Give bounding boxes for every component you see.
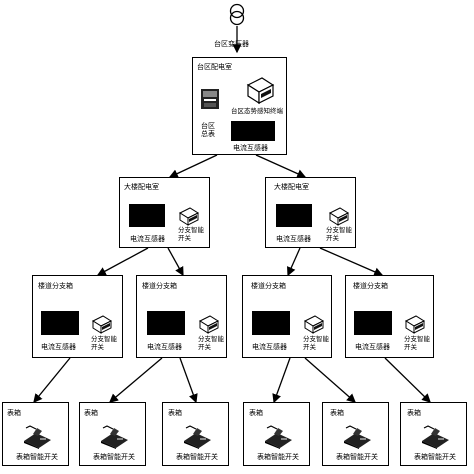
meter-box: 表箱 表箱智能开关 — [79, 402, 146, 466]
arrow-branch-1-to-meter-1 — [33, 357, 71, 404]
current-transformer — [276, 204, 312, 227]
arrow-branch-2-to-meter-2 — [109, 357, 163, 403]
arrow-building-1-to-branch-1 — [96, 247, 149, 276]
sensing-terminal-icon — [246, 77, 275, 105]
switch-label: 分支智能 开关 — [303, 335, 329, 351]
meter-box-title: 表箱 — [330, 409, 344, 417]
current-transformer — [252, 311, 290, 335]
switch-label: 表箱智能开关 — [176, 453, 218, 461]
meter-box-title: 表箱 — [168, 409, 182, 417]
branch-box: 楼道分支箱 电流互感器 分支智能 开关 — [136, 275, 227, 358]
ct-label: 电流互感器 — [41, 343, 76, 351]
meter-box-title: 表箱 — [249, 409, 263, 417]
switch-label: 表箱智能开关 — [257, 453, 299, 461]
meter-box-switch-icon — [344, 425, 371, 449]
switch-label: 分支智能 开关 — [178, 226, 204, 242]
branch-switch-icon — [91, 315, 113, 334]
arrow-branch-3-to-meter-5 — [304, 357, 356, 403]
arrow-branch-4-to-meter-6 — [384, 357, 431, 403]
meter-box-switch-icon — [265, 425, 292, 449]
arrow-branch-3-to-meter-4 — [272, 357, 291, 404]
arrow-room-to-building-2 — [255, 154, 307, 178]
branch-switch-icon — [303, 315, 325, 334]
branch-switch-icon — [404, 315, 426, 334]
meter-box: 表箱 表箱智能开关 — [322, 402, 389, 466]
arrow-building-1-to-branch-2 — [167, 247, 184, 277]
ct-label: 电流互感器 — [147, 343, 182, 351]
meter-box-title: 表箱 — [407, 409, 421, 417]
ct-label: 电流互感器 — [252, 343, 287, 351]
branch-switch-icon — [198, 315, 220, 334]
current-transformer — [129, 204, 165, 227]
meter-box-switch-icon — [101, 425, 128, 449]
transformer-label: 台区变压器 — [214, 40, 249, 48]
branch-box: 楼道分支箱 电流互感器 分支智能 开关 — [242, 275, 332, 358]
arrow-building-2-to-branch-3 — [287, 247, 301, 277]
current-transformer — [147, 311, 185, 335]
ct-label: 电流互感器 — [276, 235, 311, 243]
current-transformer — [354, 311, 392, 335]
meter-label: 台区 总表 — [201, 122, 215, 138]
building-room: 大楼配电室 电流互感器 分支智能 开关 — [119, 177, 210, 248]
distribution-room: 台区配电室 台区 总表 台区态势感知终端 电流互感器 — [192, 57, 287, 155]
terminal-label: 台区态势感知终端 — [231, 107, 283, 115]
switch-label: 表箱智能开关 — [336, 453, 378, 461]
meter-box-title: 表箱 — [7, 409, 21, 417]
ct-label: 电流互感器 — [355, 343, 390, 351]
meter-box-title: 表箱 — [84, 409, 98, 417]
meter-box: 表箱 表箱智能开关 — [2, 402, 69, 466]
switch-label: 分支智能 开关 — [404, 335, 430, 351]
electricity-meter-icon — [201, 89, 219, 109]
switch-label: 分支智能 开关 — [326, 226, 352, 242]
branch-switch-icon — [178, 207, 200, 226]
arrow-room-to-building-1 — [168, 154, 218, 178]
switch-label: 表箱智能开关 — [93, 453, 135, 461]
current-transformer — [41, 311, 79, 335]
building-room-title: 大楼配电室 — [124, 183, 159, 191]
branch-box-title: 楼道分支箱 — [142, 282, 177, 290]
switch-label: 表箱智能开关 — [414, 453, 456, 461]
branch-box-title: 楼道分支箱 — [38, 282, 73, 290]
switch-label: 表箱智能开关 — [16, 453, 58, 461]
branch-box-title: 楼道分支箱 — [251, 282, 286, 290]
switch-label: 分支智能 开关 — [198, 335, 224, 351]
branch-box: 楼道分支箱 电流互感器 分支智能 开关 — [345, 275, 434, 358]
branch-box-title: 楼道分支箱 — [353, 282, 388, 290]
meter-box: 表箱 表箱智能开关 — [243, 402, 310, 466]
meter-box: 表箱 表箱智能开关 — [400, 402, 467, 466]
branch-box: 楼道分支箱 电流互感器 分支智能 开关 — [32, 275, 123, 358]
building-room: 大楼配电室 电流互感器 分支智能 开关 — [265, 177, 356, 248]
meter-box-switch-icon — [422, 425, 449, 449]
ct-label: 电流互感器 — [233, 144, 268, 152]
switch-label: 分支智能 开关 — [91, 335, 117, 351]
meter-box: 表箱 表箱智能开关 — [162, 402, 229, 466]
meter-box-switch-icon — [24, 425, 51, 449]
arrow-branch-2-to-meter-3 — [179, 357, 198, 404]
ct-label: 电流互感器 — [130, 235, 165, 243]
distribution-room-title: 台区配电室 — [197, 63, 232, 71]
arrow-building-2-to-branch-4 — [319, 247, 384, 277]
building-room-title: 大楼配电室 — [274, 183, 309, 191]
current-transformer — [231, 121, 275, 141]
transformer-icon — [229, 3, 245, 26]
branch-switch-icon — [328, 207, 350, 226]
meter-box-switch-icon — [184, 425, 211, 449]
